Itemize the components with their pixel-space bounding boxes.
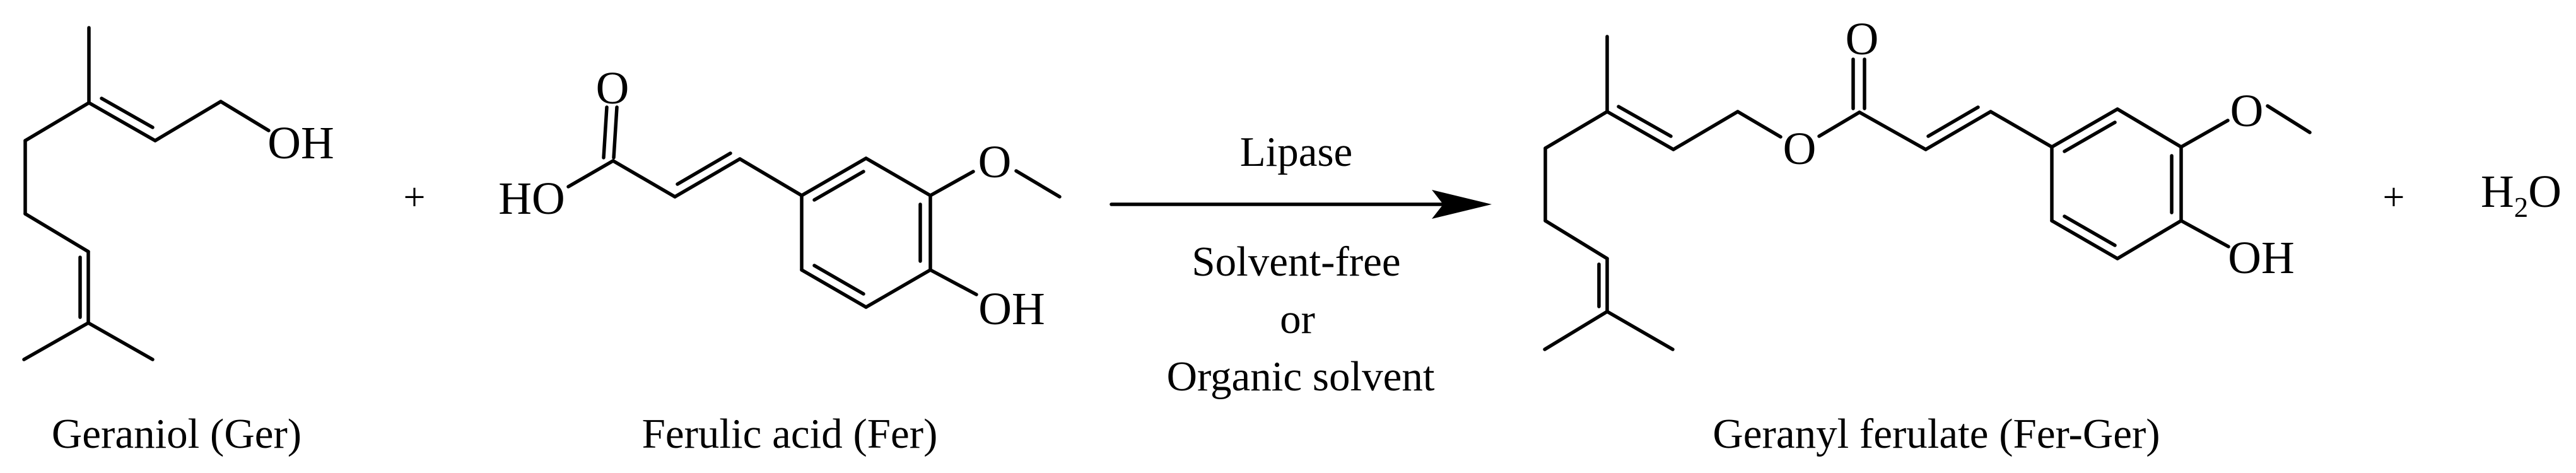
bond-double-inner [676,151,732,186]
bond [1671,110,1740,151]
plus-sign-right: + [2383,176,2405,219]
phenol-hydroxyl-label: OH [978,283,1045,334]
ring-bond [864,156,932,197]
bond [1736,110,1783,139]
bond [219,100,271,132]
ring-bond-inner [2063,214,2117,247]
compound-name-geranyl-ferulate: Geranyl ferulate (Fer-Ger) [1712,411,2160,457]
bond [566,159,615,189]
ring-bond [864,268,932,309]
water-formula: H2O [2481,166,2561,223]
bond-double-inner [100,96,155,129]
ring-bond-inner [2063,120,2117,153]
bond [23,101,91,143]
ring-bond [2116,219,2183,260]
bond [1989,110,2054,149]
bond [153,100,223,143]
bond [2179,119,2230,149]
molecule-ferulic-acid: O HO O OH Ferulic acid (Fer) [498,62,1062,457]
condition-enzyme: Lipase [1240,129,1353,175]
bond [611,159,677,199]
condition-line-2: or [1280,296,1315,342]
molecule-geranyl-ferulate: O O O OH Geranyl ferulate (Fer-Ger) [1543,13,2312,457]
bond [22,321,90,361]
compound-name-geraniol: Geraniol (Ger) [52,411,302,457]
plus-sign-left: + [404,176,426,219]
bond-double-inner [1926,105,1980,138]
bond-double-inner [1617,105,1673,138]
bond [1605,110,1675,151]
bond-double-co [612,105,619,160]
methoxy-oxygen-label: O [2230,85,2264,136]
ring-bond-inner [812,170,865,202]
bond-double-co [602,105,609,160]
bond [2266,104,2312,134]
bond [1543,219,1609,260]
reaction-arrow: Lipase Solvent-free or Organic solvent [1109,129,1492,400]
bond [1014,169,1062,199]
molecule-geraniol: OH Geraniol (Ger) [22,26,334,457]
bond [673,157,742,199]
bond [1543,110,1609,150]
ring-bond [2050,107,2119,149]
hydroxyl-label: OH [267,117,334,168]
bond [1605,310,1675,351]
bond [1817,110,1861,138]
ring-bond [2116,107,2183,149]
water-o: O [2528,166,2561,217]
bond [2179,219,2230,248]
ring-bond [800,268,868,309]
water-h: H [2481,166,2514,217]
condition-line-3: Organic solvent [1167,353,1435,400]
phenol-hydroxyl-label: OH [2228,232,2294,283]
bond [23,212,90,254]
ester-oxygen-label: O [1783,123,1817,174]
ring-bond [800,156,868,197]
compound-name-ferulic-acid: Ferulic acid (Fer) [642,411,938,457]
bond [1858,110,1928,151]
bond [86,321,155,361]
condition-line-1: Solvent-free [1191,238,1400,285]
ring-bond-inner [812,264,865,296]
carbonyl-oxygen-label: O [1846,13,1879,64]
bond [1924,110,1993,151]
bond [928,268,978,296]
acid-hydroxyl-label: HO [498,173,565,224]
bond [87,101,157,143]
arrow-head [1432,190,1492,219]
ring-bond [2050,219,2119,260]
bond [738,157,804,197]
carbonyl-oxygen-label: O [596,62,629,114]
bond [1543,310,1609,351]
methoxy-oxygen-label: O [978,136,1012,187]
water-subscript: 2 [2514,192,2529,223]
bond [928,170,975,197]
